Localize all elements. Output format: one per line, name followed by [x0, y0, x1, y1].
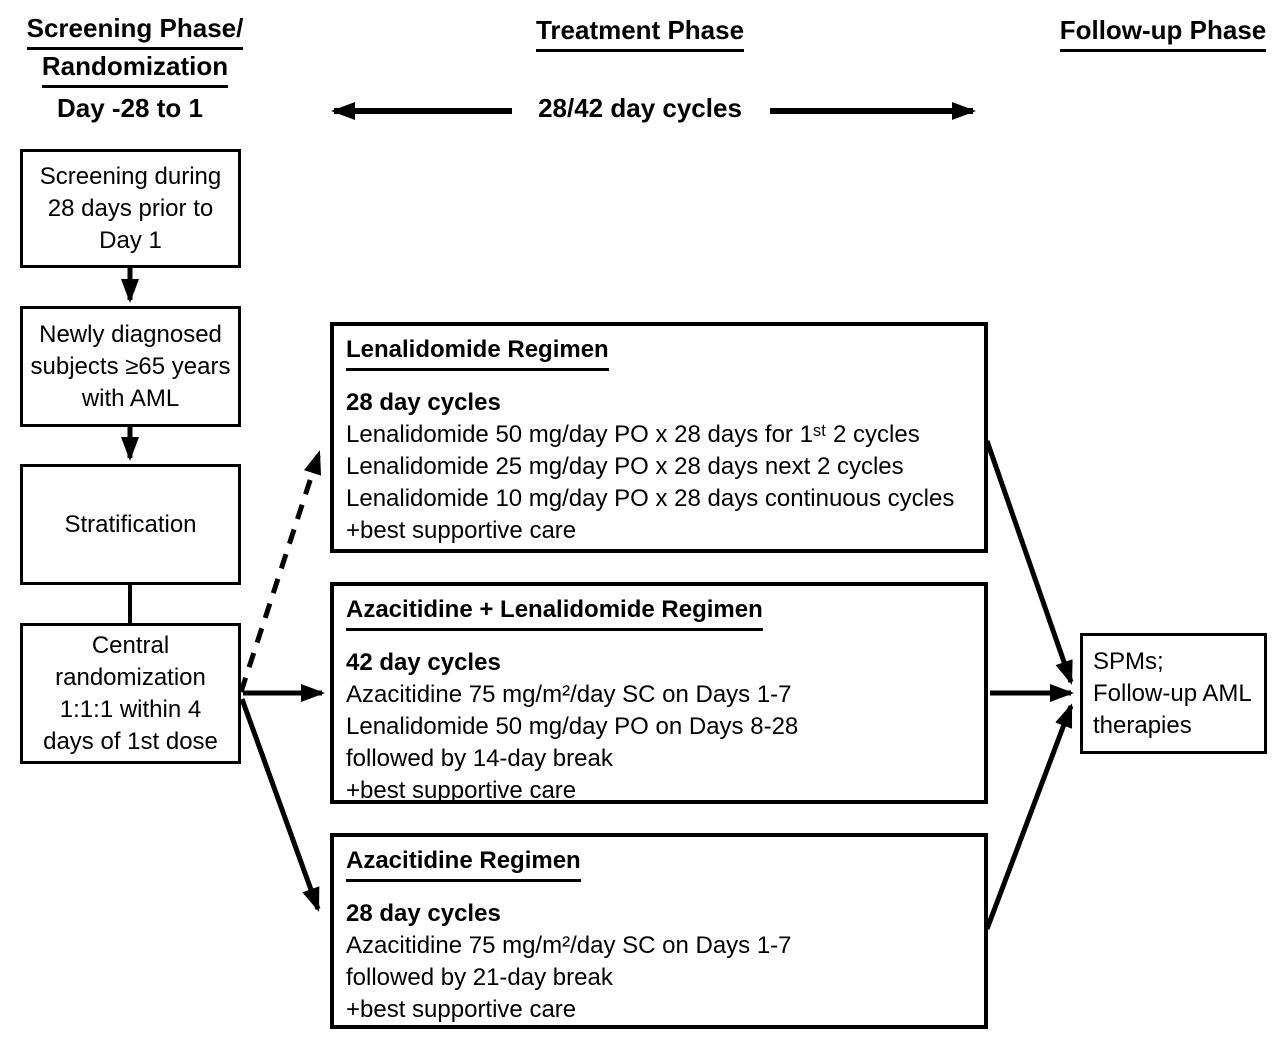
regimen-line: Lenalidomide 50 mg/day PO x 28 days for …	[346, 421, 920, 448]
regimen-line: followed by 14-day break	[346, 745, 613, 772]
azacitidine-regimen-box: Azacitidine Regimen 28 day cycles Azacit…	[330, 833, 988, 1029]
box-line: Follow-up AML	[1093, 679, 1252, 707]
followup-phase-header-text: Follow-up Phase	[1059, 14, 1267, 52]
regimen-line: +best supportive care	[346, 996, 577, 1023]
regimen-line: Lenalidomide 10 mg/day PO x 28 days cont…	[346, 485, 955, 512]
arrow-lenalidomide-to-followup	[984, 440, 1074, 685]
followup-phase-header: Follow-up Phase	[1023, 14, 1280, 52]
newly-diagnosed-box: Newly diagnosed subjects ≥65 years with …	[20, 306, 241, 427]
regimen-title: Azacitidine Regimen	[346, 845, 581, 882]
regimen-cycle-label: 28 day cycles	[346, 900, 501, 927]
regimen-line: Azacitidine 75 mg/m²/day SC on Days 1-7	[346, 932, 792, 959]
box-line: subjects ≥65 years	[30, 352, 231, 380]
box-line: 1:1:1 within 4	[59, 695, 202, 723]
box-line: Newly diagnosed	[39, 320, 222, 348]
cycles-label: 28/42 day cycles	[538, 93, 742, 123]
box-line: Day 1	[99, 226, 162, 254]
box-line: with AML	[81, 384, 180, 412]
regimen-line: followed by 21-day break	[346, 964, 613, 991]
screening-phase-header-line1: Screening Phase/	[26, 12, 244, 50]
regimen-cycle-label: 28 day cycles	[346, 389, 501, 416]
regimen-line: Lenalidomide 50 mg/day PO on Days 8-28	[346, 713, 799, 740]
box-line: therapies	[1093, 711, 1192, 739]
box-line: days of 1st dose	[43, 727, 218, 755]
spms-followup-box: SPMs; Follow-up AML therapies	[1080, 633, 1267, 754]
day-range-label: Day -28 to 1	[57, 93, 203, 123]
regimen-line: Lenalidomide 25 mg/day PO x 28 days next…	[346, 453, 904, 480]
central-randomization-box: Central randomization 1:1:1 within 4 day…	[20, 623, 241, 764]
azacitidine-lenalidomide-regimen-box: Azacitidine + Lenalidomide Regimen 42 da…	[330, 582, 988, 804]
screening-phase-header-line2: Randomization	[41, 50, 229, 88]
dashed-arrow-to-lenalidomide	[238, 450, 322, 693]
box-line: Stratification	[64, 510, 197, 538]
box-line: 28 days prior to	[47, 194, 214, 222]
regimen-line: +best supportive care	[346, 517, 577, 544]
screening-phase-header: Screening Phase/ Randomization	[0, 12, 270, 88]
regimen-title: Azacitidine + Lenalidomide Regimen	[346, 594, 763, 631]
regimen-cycle-label: 42 day cycles	[346, 649, 501, 676]
box-line: randomization	[55, 663, 206, 691]
treatment-phase-header-text: Treatment Phase	[535, 14, 745, 52]
box-line: SPMs;	[1093, 647, 1164, 675]
screening-box: Screening during 28 days prior to Day 1	[20, 149, 241, 268]
arrow-azacitidine-to-followup	[984, 703, 1074, 930]
regimen-line: Azacitidine 75 mg/m²/day SC on Days 1-7	[346, 681, 792, 708]
regimen-line: +best supportive care	[346, 777, 577, 804]
treatment-phase-header: Treatment Phase	[470, 14, 810, 52]
arrow-to-azacitidine	[239, 698, 321, 912]
box-line: Screening during	[39, 162, 222, 190]
box-line: Central	[91, 631, 170, 659]
regimen-title: Lenalidomide Regimen	[346, 334, 609, 371]
lenalidomide-regimen-box: Lenalidomide Regimen 28 day cycles Lenal…	[330, 322, 988, 553]
stratification-box: Stratification	[20, 464, 241, 585]
